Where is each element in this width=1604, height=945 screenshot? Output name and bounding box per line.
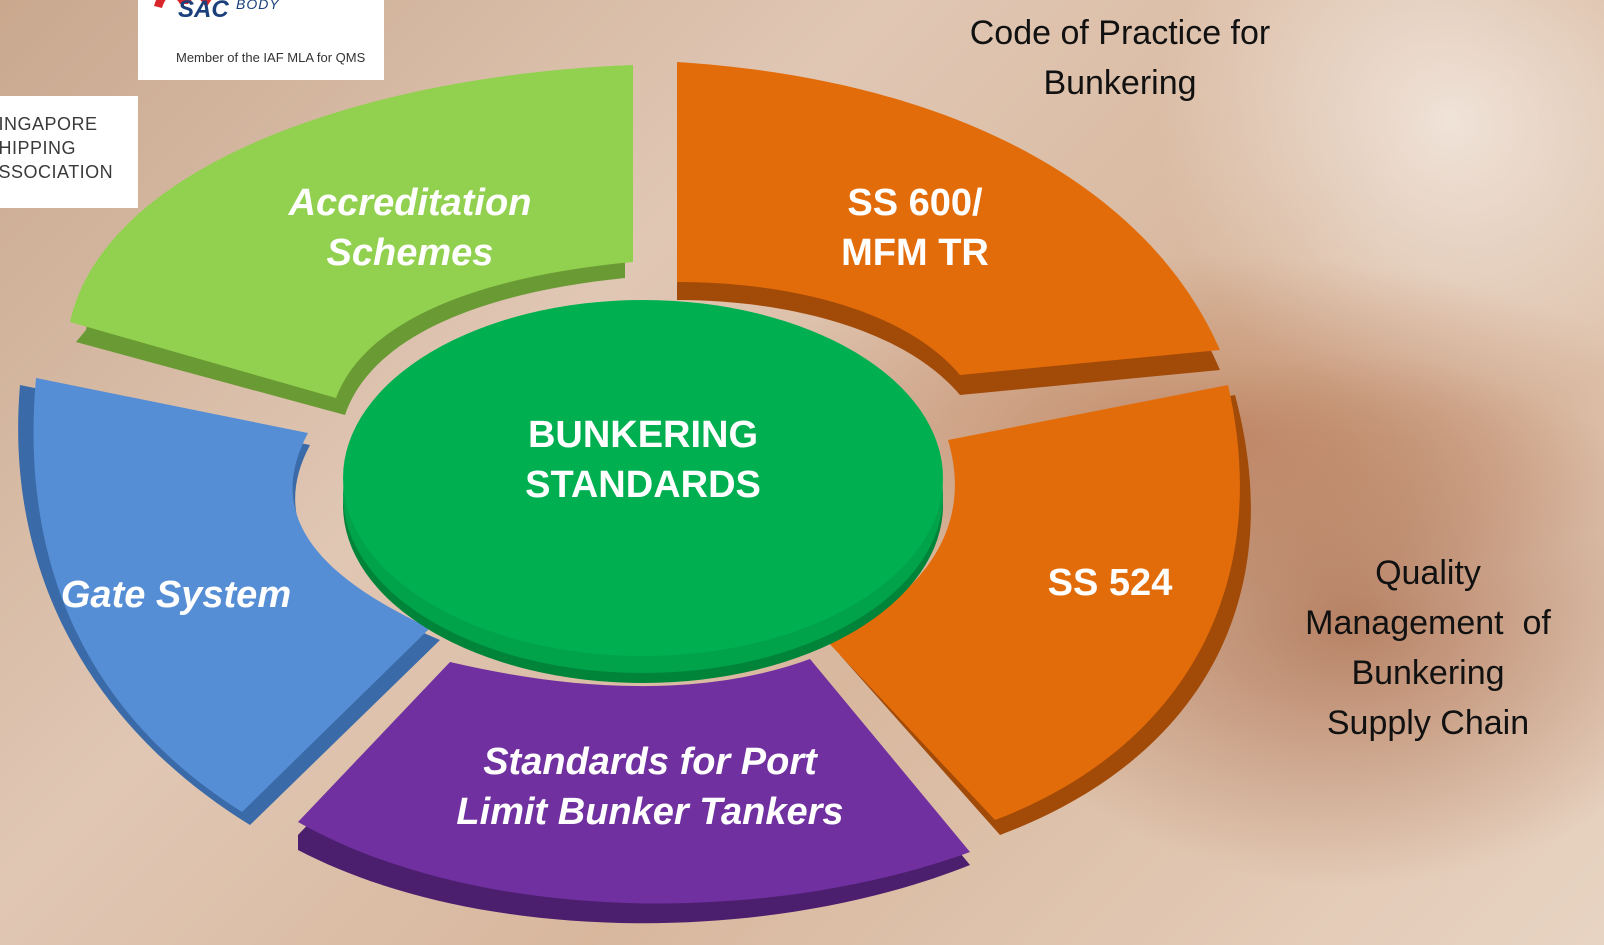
accreditation-label: Accreditation Schemes — [288, 182, 532, 274]
ssa-line-2: SHIPPING — [0, 138, 77, 158]
segment-port-limit-face — [298, 659, 970, 904]
segment-port-limit — [298, 659, 970, 924]
segment-ss524-face — [826, 385, 1240, 820]
segment-ss600-face — [677, 62, 1220, 375]
segment-gate-face — [33, 378, 430, 812]
center-disc — [343, 300, 943, 683]
port-limit-label: Standards for Port Limit Bunker Tankers — [456, 741, 844, 833]
segment-accreditation-face — [70, 65, 633, 398]
segment-gate — [18, 378, 440, 825]
code-of-practice-label: Code of Practice for Bunkering — [969, 14, 1271, 102]
sac-logo-text: SAC — [178, 0, 229, 23]
sac-logo-mark — [154, 0, 212, 8]
sac-logo — [138, 0, 384, 80]
sac-logo-body-text: BODY — [236, 0, 280, 12]
ss524-label: SS 524 — [1047, 562, 1173, 604]
segment-ss600 — [677, 62, 1220, 395]
ssa-line-3: ASSOCIATION — [0, 162, 114, 182]
segment-ss524 — [826, 385, 1251, 835]
sac-member-text: Member of the IAF MLA for QMS — [176, 50, 366, 65]
center-disc-face — [343, 300, 943, 656]
center-label: BUNKERING STANDARDS — [525, 414, 761, 506]
gate-system-label: Gate System — [60, 574, 292, 616]
ss600-label: SS 600/ MFM TR — [841, 182, 989, 274]
quality-management-label: Quality Management of Bunkering Supply C… — [1305, 554, 1551, 742]
segment-accreditation — [70, 65, 633, 415]
ssa-logo — [0, 96, 138, 208]
